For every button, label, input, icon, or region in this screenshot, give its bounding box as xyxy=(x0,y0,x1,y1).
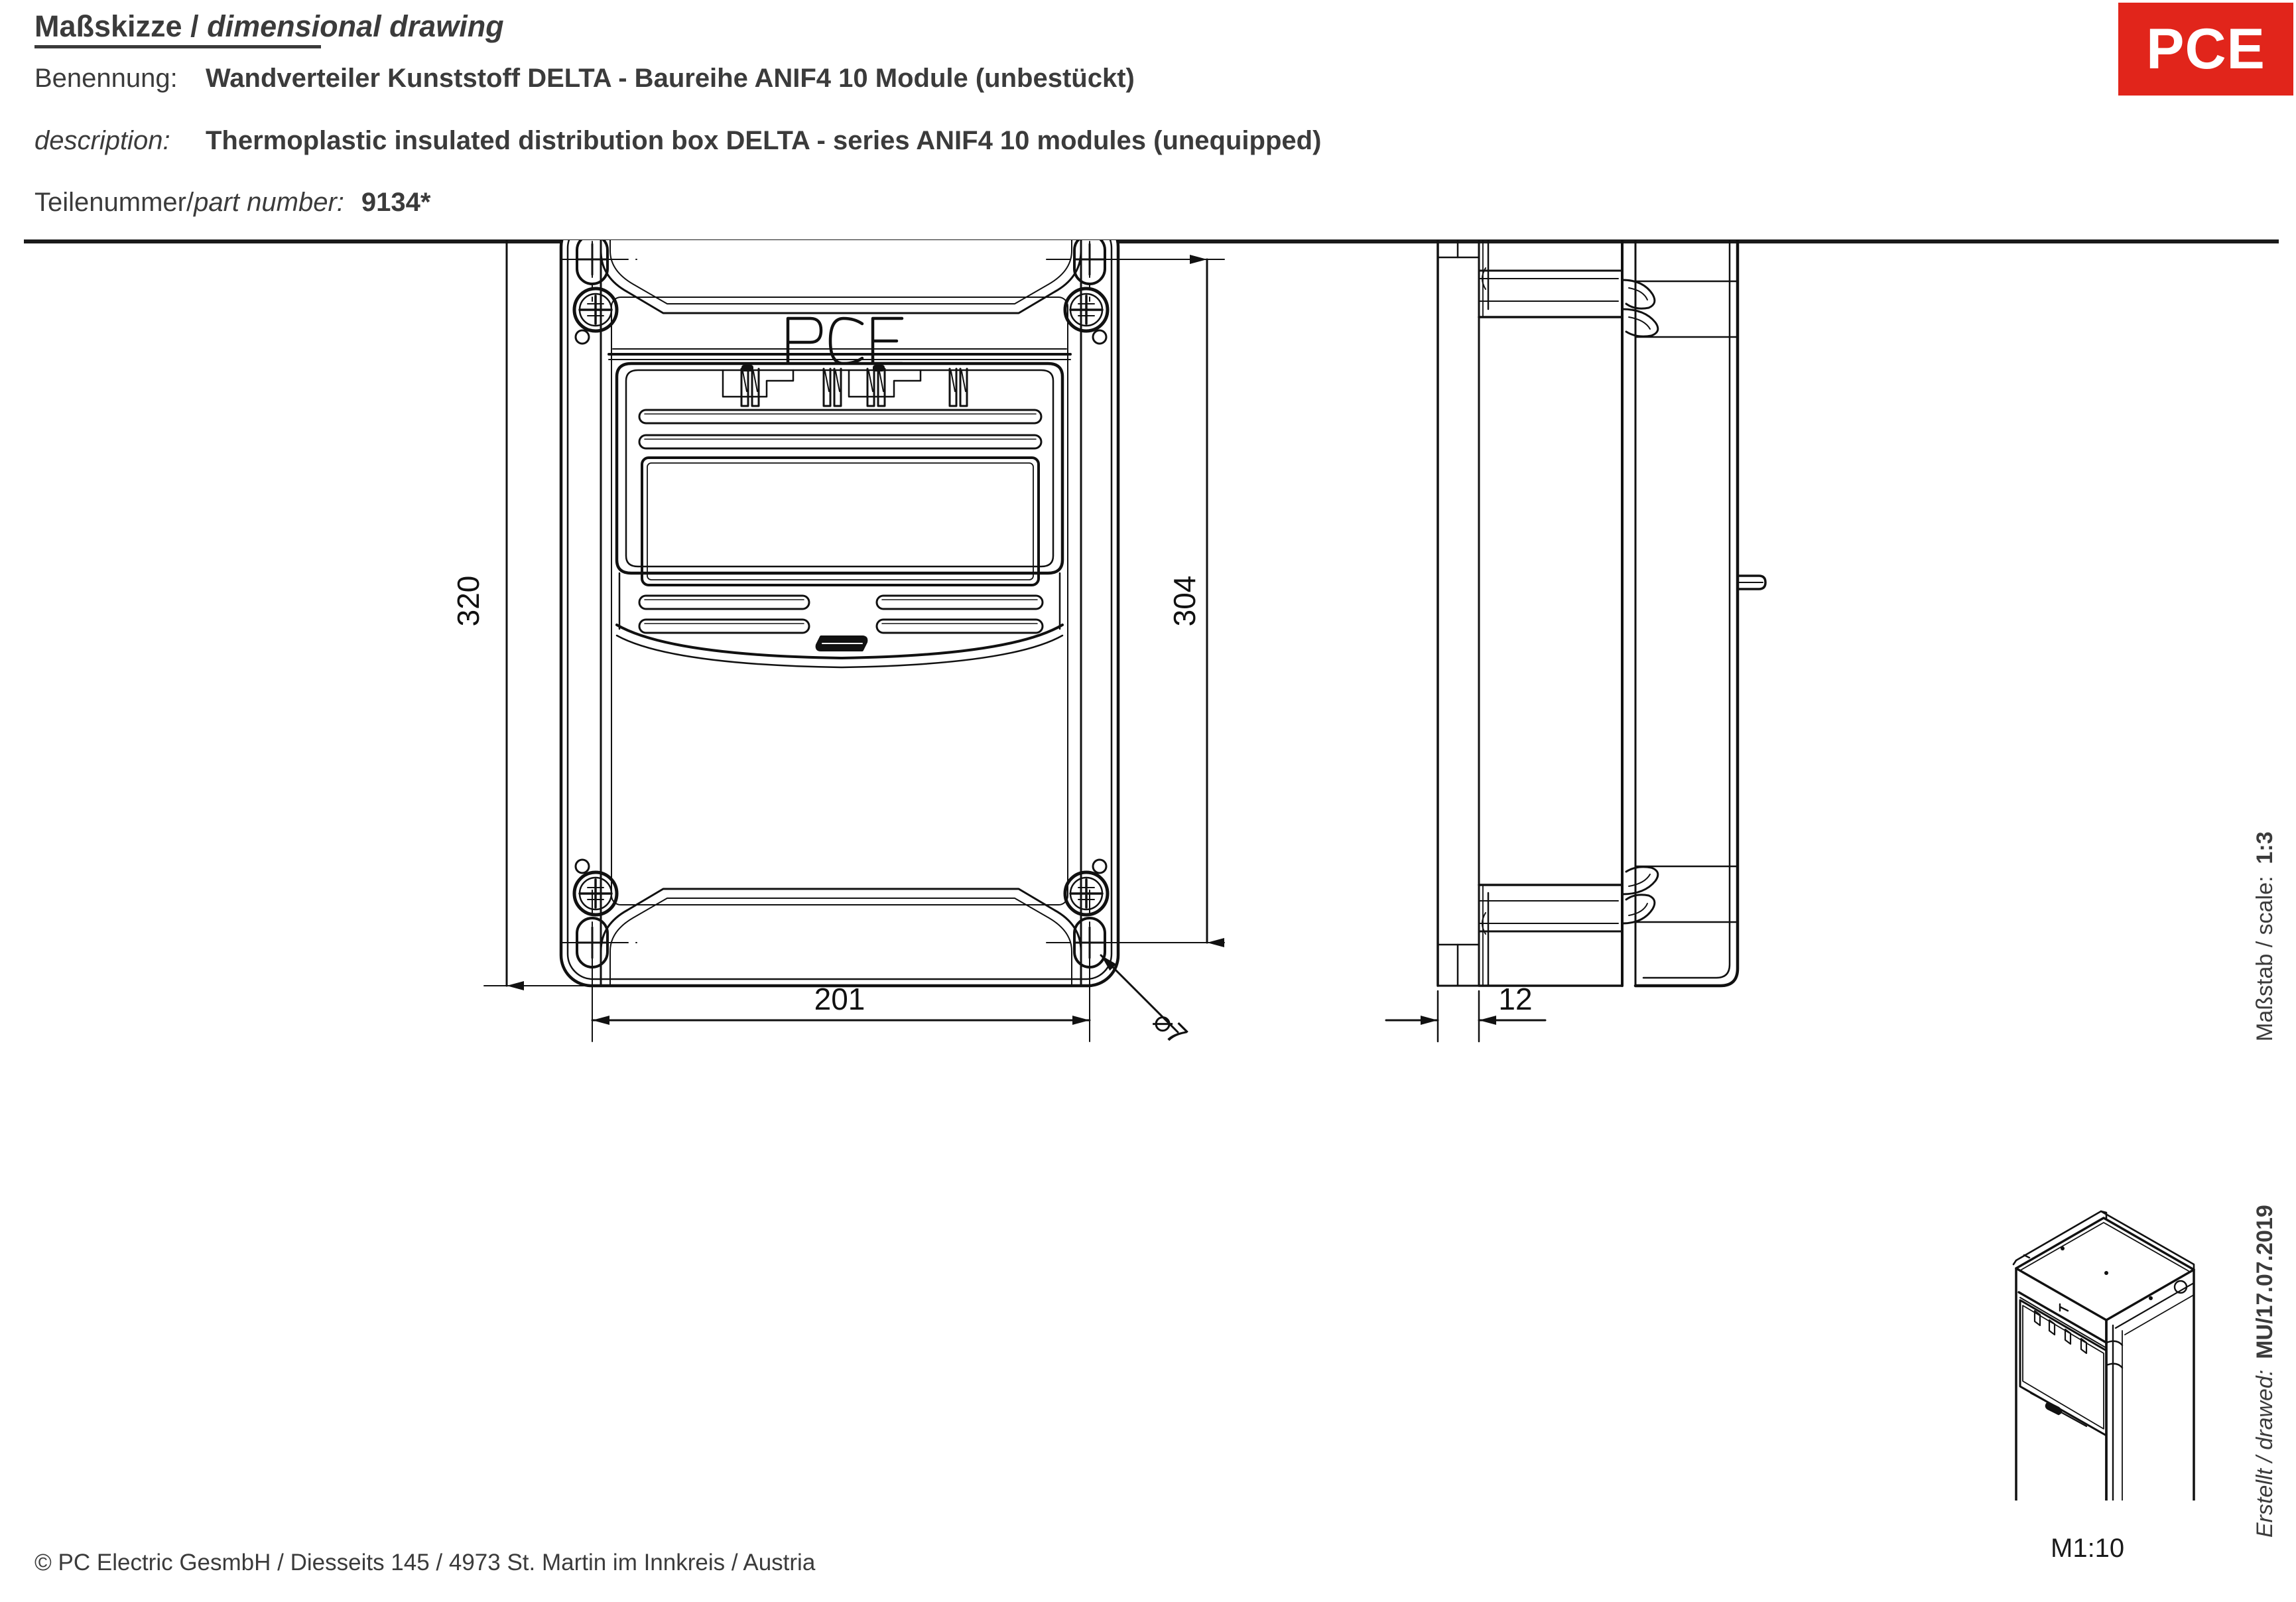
spec-label-part-number-en: part number: xyxy=(194,188,344,217)
spec-value-benennung: Wandverteiler Kunststoff DELTA - Baureih… xyxy=(206,64,1135,93)
dim-label-201: 201 xyxy=(814,982,865,1016)
spec-label-part-number-separator: / xyxy=(186,188,194,217)
lid-screw-bottom-left xyxy=(572,858,619,917)
footer-copyright: © PC Electric GesmbH / Diesseits 145 / 4… xyxy=(34,1550,816,1575)
page-title-en: dimensional drawing xyxy=(207,9,504,43)
dim-label-304: 304 xyxy=(1167,576,1202,627)
header-divider xyxy=(24,239,2279,243)
dim-label-320: 320 xyxy=(451,576,485,627)
module-window xyxy=(641,456,1040,586)
dim-label-diameter-7: ⌀7 xyxy=(1147,1004,1194,1051)
lid-screw-top-right xyxy=(1063,287,1110,345)
page-title: Maßskizze / dimensional drawing xyxy=(34,9,504,44)
spec-row-benennung: Benennung: Wandverteiler Kunststoff DELTA… xyxy=(34,64,1135,94)
pce-logo: PCE xyxy=(2118,3,2293,96)
scale-value: 1:3 xyxy=(2252,831,2277,864)
iso-view-scale-label: M1:10 xyxy=(2051,1534,2125,1563)
page-title-separator: / xyxy=(182,9,208,43)
spec-value-part-number: 9134* xyxy=(361,188,431,217)
scale-meta: Maßstab / scale: 1:3 xyxy=(2252,831,2278,1041)
side-view-dimensions xyxy=(1385,990,1547,1043)
lid-screw-bottom-right xyxy=(1063,858,1110,917)
isometric-view xyxy=(2012,1210,2195,1501)
din-rail-clips xyxy=(740,367,968,407)
scale-label-de: Maßstab xyxy=(2252,953,2277,1041)
dim-label-12: 12 xyxy=(1498,982,1532,1016)
side-view-latch xyxy=(1736,574,1767,590)
spec-value-description: Thermoplastic insulated distribution box… xyxy=(206,126,1322,155)
side-view xyxy=(1436,240,1767,988)
mounting-hole-top-left xyxy=(560,240,637,302)
spec-row-part-number: Teilenummer / part number: 9134* xyxy=(34,188,430,218)
front-view-dimensions xyxy=(483,240,1225,1042)
lid-screw-top-left xyxy=(572,287,619,345)
leader-line-diameter-7 xyxy=(1100,954,1179,1034)
cover-vent-bottom xyxy=(638,594,1044,634)
module-cover-assembly xyxy=(607,348,1072,669)
scale-label-en: scale: xyxy=(2252,876,2277,935)
spec-label-description: description: xyxy=(34,126,170,155)
drawn-label-de: Erstellt xyxy=(2252,1469,2277,1538)
scale-label-separator: / xyxy=(2252,935,2277,954)
pce-logo-text: PCE xyxy=(2146,17,2265,81)
page-title-de: Maßskizze xyxy=(34,9,182,43)
spec-label-part-number-de: Teilenummer xyxy=(34,188,186,217)
drawn-label-separator: / xyxy=(2252,1449,2277,1469)
drawn-label-en: drawed: xyxy=(2252,1369,2277,1450)
spec-label-benennung: Benennung: xyxy=(34,64,178,93)
technical-drawing-canvas: 222 320 304 201 ⌀7 xyxy=(0,240,2296,1501)
header: Maßskizze / dimensional drawing Benennun… xyxy=(0,0,2296,243)
drawn-meta: Erstellt / drawed: MU/17.07.2019 xyxy=(2252,1205,2278,1538)
front-view xyxy=(559,240,1128,997)
page-title-underline xyxy=(34,45,321,48)
cover-vent-top xyxy=(638,409,1043,450)
drawn-value: MU/17.07.2019 xyxy=(2252,1205,2277,1359)
spec-row-description: description: Thermoplastic insulated dist… xyxy=(34,126,1321,156)
door-latch xyxy=(815,635,868,651)
